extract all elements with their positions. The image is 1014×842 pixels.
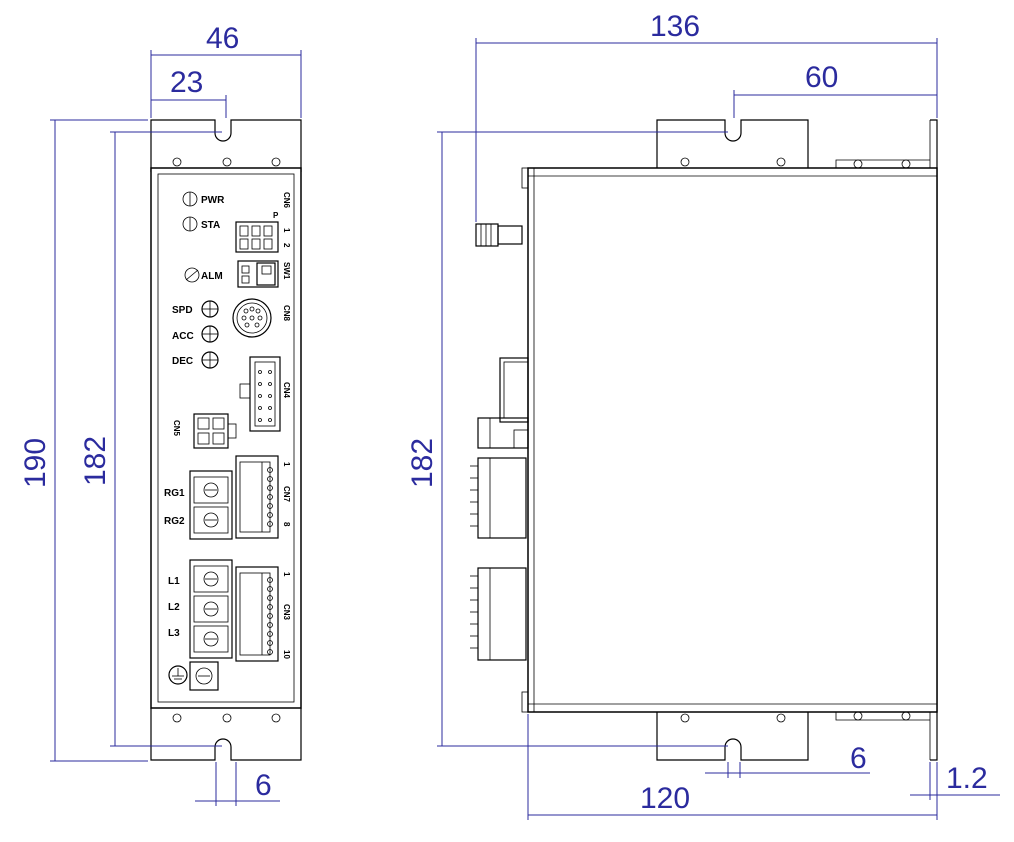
cn3-label: CN3: [282, 604, 291, 621]
spd-label: SPD: [172, 305, 193, 316]
dim-side-body: 120: [640, 782, 690, 815]
dim-front-slot: 6: [255, 769, 272, 802]
l-terminal: [189, 559, 233, 659]
front-top-bracket: [150, 119, 302, 172]
pwr-label: PWR: [201, 195, 225, 206]
dim-front-half: 23: [170, 66, 203, 99]
dec-label: DEC: [172, 356, 193, 367]
sw1-label: SW1: [282, 262, 291, 280]
cn8-connector: [232, 298, 272, 338]
side-top-bracket: [656, 119, 809, 172]
cn6-pin2: 2: [282, 243, 291, 248]
cn6-connector: [235, 221, 279, 253]
side-cn7-plug: [477, 457, 527, 539]
cn3-pin10: 10: [282, 650, 291, 659]
front-dimensions: 46 23 190 182 6: [19, 22, 302, 806]
cn3-pin1: 1: [282, 572, 291, 577]
sw1-switch: [237, 260, 279, 288]
dim-side-slot: 6: [850, 742, 867, 775]
acc-label: ACC: [172, 331, 194, 342]
dim-front-width: 46: [206, 22, 239, 55]
side-bottom-bracket: [656, 708, 809, 761]
cn3-connector: [235, 566, 279, 662]
dim-side-thickness: 1.2: [946, 762, 988, 795]
cn7-label: CN7: [282, 486, 291, 503]
side-dimensions: 136 60 182 6 120 1.2: [406, 10, 1000, 820]
rg-terminal: [189, 470, 233, 540]
side-cn3-plug: [477, 567, 527, 661]
front-body: [150, 167, 302, 709]
rg2-label: RG2: [164, 516, 185, 527]
cn7-pin8: 8: [282, 522, 291, 527]
l2-label: L2: [168, 602, 180, 613]
ground-icon: [168, 665, 188, 685]
side-view: [470, 119, 938, 761]
cn6-pin1: 1: [282, 228, 291, 233]
ground-terminal: [189, 661, 219, 691]
rg1-label: RG1: [164, 488, 185, 499]
dim-front-pitch: 182: [79, 436, 112, 486]
side-body: [527, 167, 938, 713]
dim-side-pitch: 182: [406, 438, 439, 488]
alm-label: ALM: [201, 271, 223, 282]
cn6-label: CN6: [282, 192, 291, 209]
cn5-label: CN5: [172, 420, 181, 437]
dim-side-width: 136: [650, 10, 700, 43]
side-cn6-plug: [475, 223, 499, 247]
cn4-label: CN4: [282, 382, 291, 399]
cn6-pin-p: P: [273, 211, 279, 220]
l3-label: L3: [168, 628, 180, 639]
front-view: PWR STA CN6 P 1 2 ALM SW1 SPD ACC DEC: [150, 119, 302, 761]
cn7-pin1: 1: [282, 462, 291, 467]
dim-side-offset: 60: [805, 61, 838, 94]
cn8-label: CN8: [282, 305, 291, 322]
cn7-connector: [235, 455, 279, 539]
front-bottom-bracket: [150, 708, 302, 761]
sta-label: STA: [201, 220, 220, 231]
dim-front-height: 190: [19, 438, 52, 488]
l1-label: L1: [168, 576, 180, 587]
